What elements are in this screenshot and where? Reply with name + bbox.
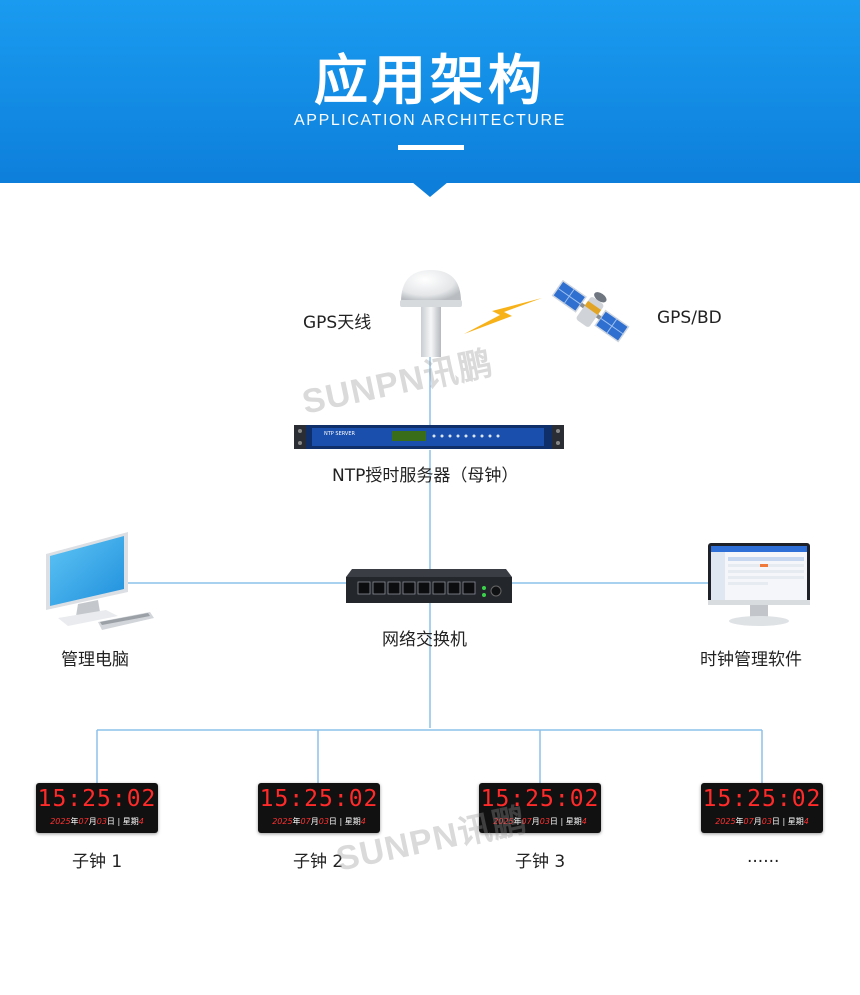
clock-date: 2025年07月03日 | 星期4 (50, 817, 144, 826)
clock-time: 15:25:02 (480, 786, 600, 812)
computer-icon (46, 532, 154, 630)
clock-1-label: 子钟 1 (72, 852, 123, 872)
header-banner (0, 0, 860, 183)
signal-bolt-icon (464, 298, 542, 334)
slave-clock-2: 15:25:02 2025年07月03日 | 星期4 (258, 783, 380, 833)
slave-clock-4: 15:25:02 2025年07月03日 | 星期4 (701, 783, 823, 833)
switch-label: 网络交换机 (382, 630, 467, 650)
clock-date: 2025年07月03日 | 星期4 (715, 817, 809, 826)
clock-3-label: 子钟 3 (515, 852, 566, 872)
network-switch-icon (346, 569, 512, 603)
clock-date: 2025年07月03日 | 星期4 (493, 817, 587, 826)
monitor-software-icon (708, 543, 810, 626)
ntp-server-icon: NTP SERVER (294, 425, 564, 449)
ntp-server-label: NTP授时服务器（母钟） (332, 466, 519, 486)
page-subtitle: APPLICATION ARCHITECTURE (294, 112, 566, 129)
clock-time: 15:25:02 (702, 786, 822, 812)
clock-time: 15:25:02 (259, 786, 379, 812)
server-panel-text: NTP SERVER (324, 431, 356, 437)
gps-antenna-icon (400, 270, 462, 357)
pc-label: 管理电脑 (61, 650, 129, 670)
clock-more-label: ...... (747, 847, 780, 867)
page-title: 应用架构 (314, 49, 546, 112)
gps-bd-label: GPS/BD (657, 308, 722, 328)
slave-clock-1: 15:25:02 2025年07月03日 | 星期4 (36, 783, 158, 833)
title-underline (398, 145, 464, 150)
clock-time: 15:25:02 (37, 786, 157, 812)
clock-2-label: 子钟 2 (293, 852, 344, 872)
software-label: 时钟管理软件 (700, 650, 802, 670)
gps-antenna-label: GPS天线 (303, 313, 372, 333)
slave-clock-3: 15:25:02 2025年07月03日 | 星期4 (479, 783, 601, 833)
banner-notch (412, 182, 448, 197)
satellite-icon (551, 279, 630, 343)
clock-date: 2025年07月03日 | 星期4 (272, 817, 366, 826)
